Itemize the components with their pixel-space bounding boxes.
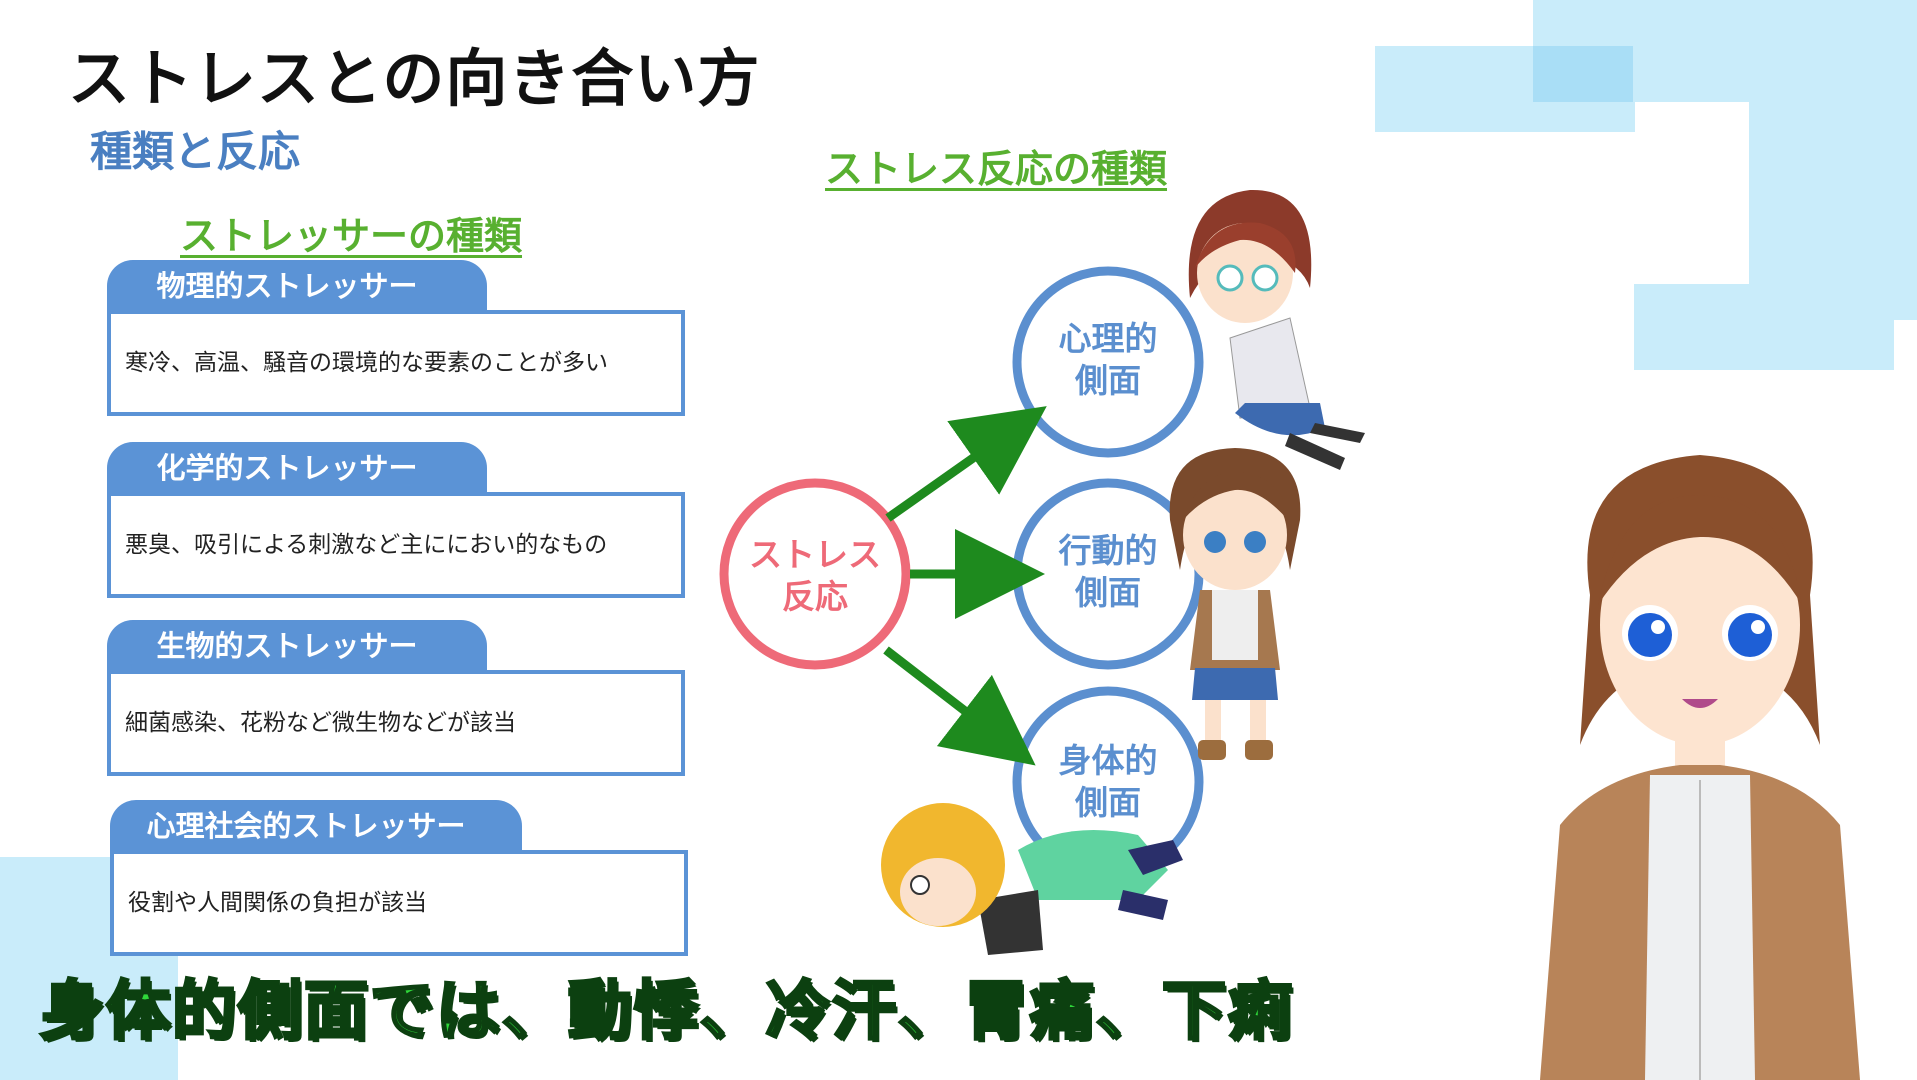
stressor-description: 細菌感染、花粉など微生物などが該当 (107, 670, 685, 776)
avatar-narrator-illustration (1540, 455, 1860, 1080)
node-label-line: 身体的 (1058, 741, 1158, 780)
stressor-card-chemical: 化学的ストレッサー 悪臭、吸引による刺激など主ににおい的なもの (107, 442, 685, 598)
arrow-to-physical (883, 646, 1036, 766)
spoken-caption: 身体的側面では、動悸、冷汗、胃痛、下痢 (39, 974, 1294, 1051)
stressor-card-biological: 生物的ストレッサー 細菌感染、花粉など微生物などが該当 (107, 620, 685, 776)
node-label-line: ストレス (749, 535, 881, 574)
page-subtitle: 種類と反応 (90, 127, 301, 176)
page-title: ストレスとの向き合い方 (68, 42, 761, 115)
physical-aspect-label: 身体的 側面 (1028, 740, 1188, 824)
node-label-line: 行動的 (1058, 531, 1158, 570)
stressor-card-physical: 物理的ストレッサー 寒冷、高温、騒音の環境的な要素のことが多い (107, 260, 685, 416)
stressor-description: 役割や人間関係の負担が該当 (110, 850, 688, 956)
arrow-to-psychological (885, 406, 1047, 522)
stressor-description: 寒冷、高温、騒音の環境的な要素のことが多い (107, 310, 685, 416)
decorative-tile (1634, 284, 1894, 370)
psychological-aspect-label: 心理的 側面 (1028, 318, 1188, 402)
node-label-line: 心理的 (1058, 319, 1158, 358)
stressor-label: 物理的ストレッサー (107, 260, 487, 312)
decorative-tile (1533, 46, 1633, 102)
worried-girl-illustration (1188, 189, 1365, 470)
node-label-line: 反応 (782, 577, 848, 616)
anxious-girl-illustration (1169, 448, 1301, 760)
node-label-line: 側面 (1075, 361, 1141, 400)
stressor-card-psychosocial: 心理社会的ストレッサー 役割や人間関係の負担が該当 (110, 800, 688, 956)
stressor-label: 生物的ストレッサー (107, 620, 487, 672)
stressor-label: 心理社会的ストレッサー (110, 800, 522, 852)
stressor-types-heading: ストレッサーの種類 (180, 214, 523, 258)
stressor-label: 化学的ストレッサー (107, 442, 487, 494)
node-label-line: 側面 (1075, 783, 1141, 822)
behavioral-aspect-label: 行動的 側面 (1028, 530, 1188, 614)
stress-reaction-label: ストレス 反応 (735, 534, 895, 618)
node-label-line: 側面 (1075, 573, 1141, 612)
stressor-description: 悪臭、吸引による刺激など主ににおい的なもの (107, 492, 685, 598)
decorative-tile (1749, 0, 1917, 320)
stress-reaction-types-heading: ストレス反応の種類 (825, 147, 1168, 191)
sick-boy-illustration (881, 803, 1183, 955)
